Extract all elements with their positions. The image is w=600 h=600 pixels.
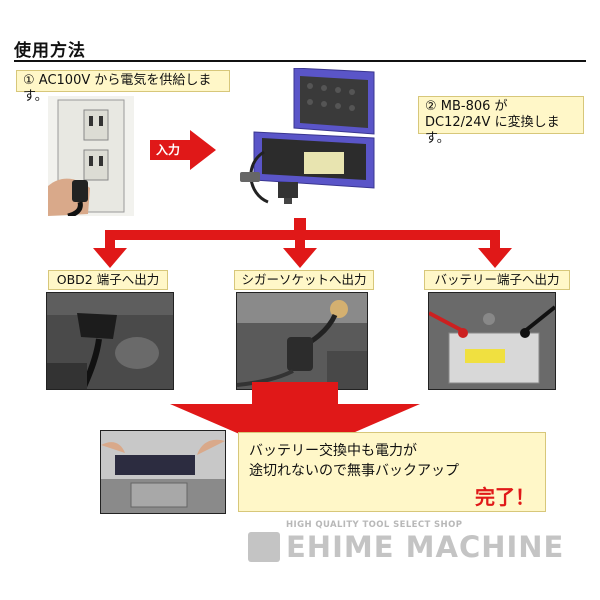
brand-name: EHIME MACHINE (286, 530, 565, 564)
output-label-battery: バッテリー端子へ出力 (424, 270, 570, 290)
step1-caption: ① AC100V から電気を供給します。 (16, 70, 230, 104)
battery-replacement-photo (100, 430, 226, 514)
page-title: 使用方法 (14, 41, 86, 61)
obd2-photo (46, 292, 174, 390)
outlet-photo (48, 96, 134, 219)
input-arrow: 入力 (150, 130, 216, 170)
title-divider (14, 60, 586, 62)
wall-outlet-illustration (48, 99, 125, 219)
branch-bar (105, 230, 500, 240)
result-line2: 途切れないので無事バックアップ (249, 463, 459, 479)
input-arrow-label: 入力 (156, 143, 181, 157)
branch-arrow-left (93, 248, 127, 268)
brand-tagline: HIGH QUALITY TOOL SELECT SHOP (286, 520, 463, 530)
branch-arrow-right (478, 248, 512, 268)
ehime-machine-logo-icon (248, 532, 280, 562)
mb806-case-photo (234, 67, 384, 216)
output-label-obd2: OBD2 端子へ出力 (48, 270, 168, 290)
result-caption: バッテリー交換中も電力が 途切れないので無事バックアップ 完了！ (238, 432, 546, 512)
battery-terminal-photo (428, 292, 556, 390)
step2-line2: DC12/24V に変換します。 (425, 115, 560, 146)
brand-watermark: HIGH QUALITY TOOL SELECT SHOP EHIME MACH… (248, 520, 584, 570)
step2-line1: ② MB-806 が (425, 99, 508, 114)
result-arrow (170, 382, 420, 458)
cigar-socket-photo (236, 292, 368, 390)
output-label-cigar: シガーソケットへ出力 (234, 270, 374, 290)
result-line1: バッテリー交換中も電力が (249, 443, 417, 459)
result-done-text: 完了！ (475, 485, 535, 509)
branch-arrow-center (283, 248, 317, 268)
step2-caption: ② MB-806 が DC12/24V に変換します。 (418, 96, 584, 146)
branch-arrows (93, 218, 512, 268)
